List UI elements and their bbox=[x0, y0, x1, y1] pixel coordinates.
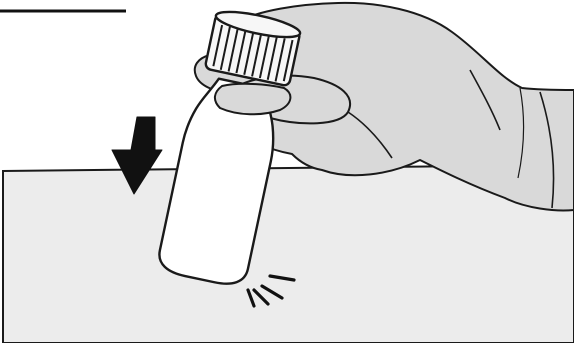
glove-fingers bbox=[215, 84, 290, 114]
